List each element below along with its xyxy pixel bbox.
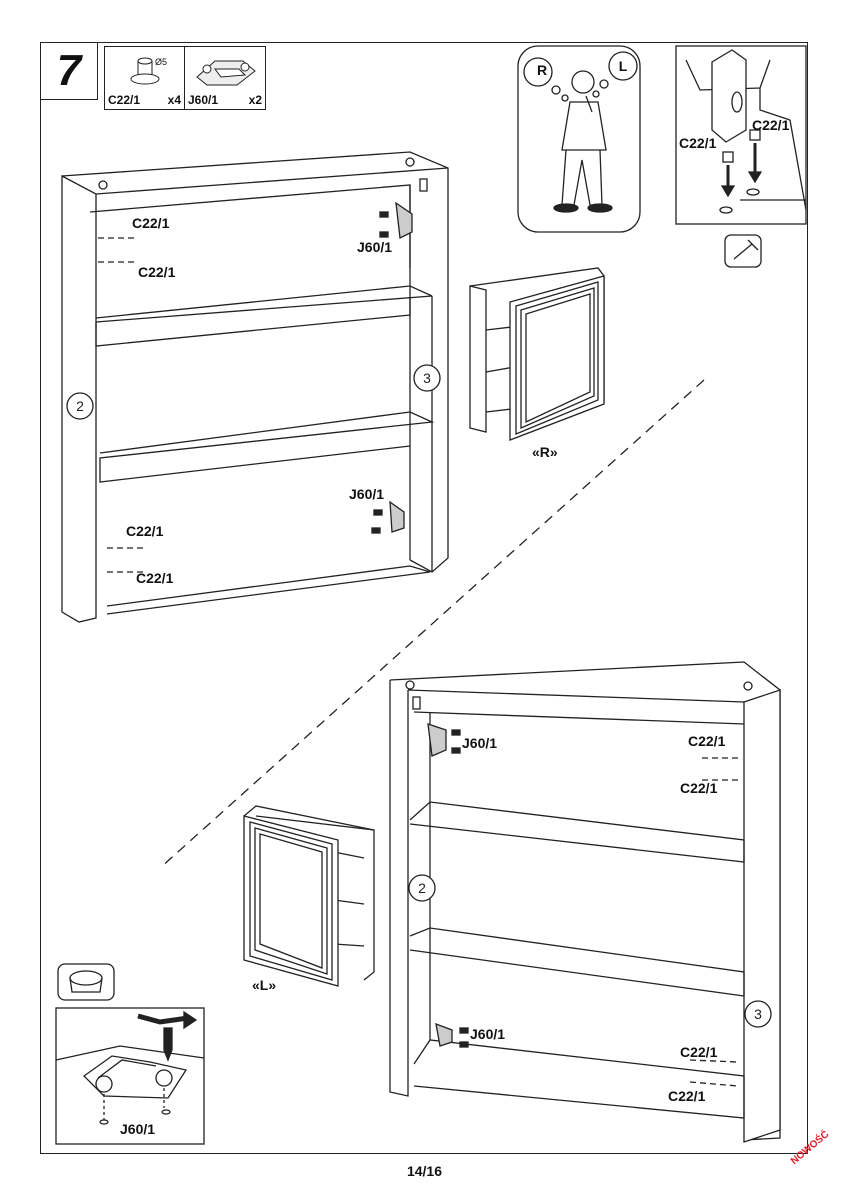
j60-label: J60/1 bbox=[462, 735, 497, 751]
part-code: J60/1 bbox=[188, 93, 219, 107]
part-qty: x2 bbox=[248, 93, 262, 107]
j60-label: J60/1 bbox=[470, 1026, 505, 1042]
page-frame bbox=[40, 42, 808, 1154]
screwdriver-icon bbox=[55, 1007, 205, 1145]
part-code: C22/1 bbox=[108, 93, 141, 107]
cabinet-door-right bbox=[469, 267, 605, 441]
divider-line bbox=[159, 379, 705, 869]
dowel-icon bbox=[130, 57, 160, 85]
panel-3-label: 3 bbox=[423, 370, 431, 386]
j60-label: J60/1 bbox=[349, 486, 384, 502]
think-r-label: R bbox=[537, 62, 547, 78]
part-c22: Ø5 C22/1 x4 bbox=[105, 47, 185, 109]
j60-label: J60/1 bbox=[120, 1121, 155, 1137]
dowel-detail bbox=[675, 45, 807, 225]
page-number: 14/16 bbox=[406, 1163, 443, 1179]
step-number-box: 7 bbox=[40, 42, 98, 100]
hammer-icon bbox=[724, 234, 762, 268]
part-qty: x4 bbox=[167, 93, 181, 107]
c22-label: C22/1 bbox=[752, 117, 790, 133]
c22-label: C22/1 bbox=[688, 733, 726, 749]
rotate-icon bbox=[57, 963, 115, 1001]
step-number: 7 bbox=[56, 46, 82, 95]
c22-label: C22/1 bbox=[679, 135, 717, 151]
c22-label: C22/1 bbox=[132, 215, 170, 231]
c22-label: C22/1 bbox=[138, 264, 176, 280]
panel-2-label: 2 bbox=[418, 880, 426, 896]
panel-2-label: 2 bbox=[76, 398, 84, 414]
cabinet-top-left bbox=[61, 151, 449, 623]
think-l-label: L bbox=[619, 58, 628, 74]
c22-label: C22/1 bbox=[136, 570, 174, 586]
thinking-man-icon bbox=[517, 45, 641, 233]
part-j60: J60/1 x2 bbox=[185, 47, 265, 109]
panel-3-label: 3 bbox=[754, 1006, 762, 1022]
c22-label: C22/1 bbox=[668, 1088, 706, 1104]
door-right-label: «R» bbox=[532, 444, 558, 460]
c22-label: C22/1 bbox=[680, 1044, 718, 1060]
c22-label: C22/1 bbox=[680, 780, 718, 796]
cabinet-bottom-right bbox=[389, 661, 781, 1143]
c22-label: C22/1 bbox=[126, 523, 164, 539]
cabinet-door-left bbox=[243, 805, 375, 987]
j60-label: J60/1 bbox=[357, 239, 392, 255]
part-diameter: Ø5 bbox=[155, 57, 168, 67]
door-left-label: «L» bbox=[252, 977, 276, 993]
parts-list: Ø5 C22/1 x4 J60/1 x2 bbox=[104, 46, 266, 110]
hinge-icon bbox=[196, 60, 256, 86]
